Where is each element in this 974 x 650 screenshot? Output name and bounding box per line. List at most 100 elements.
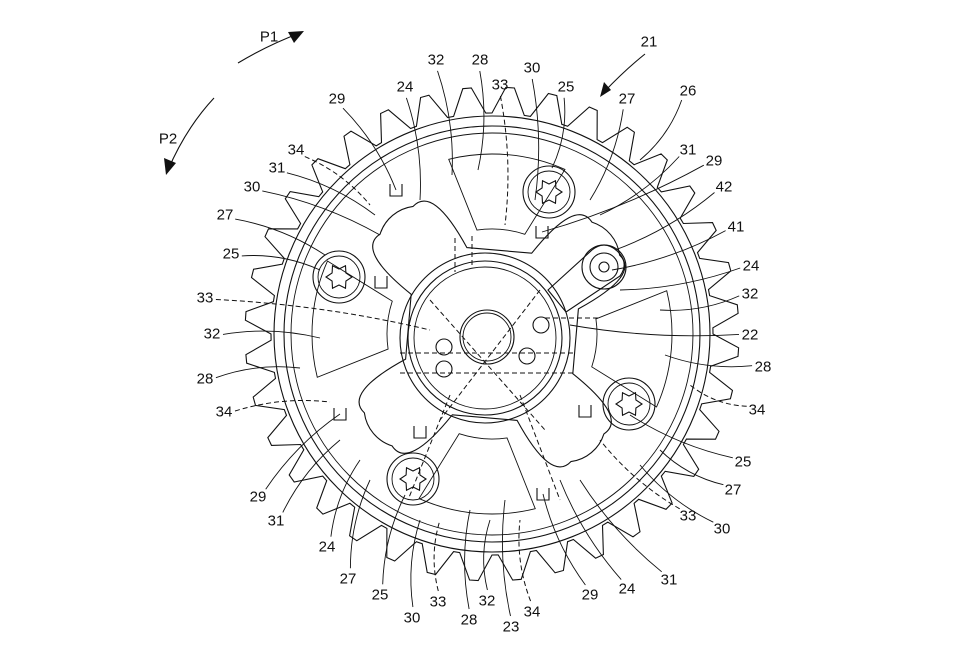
leader-line <box>629 414 733 459</box>
clip-tab <box>374 276 388 289</box>
plate-windows <box>311 153 673 515</box>
bolts <box>312 165 656 506</box>
bolt-ring <box>607 382 651 426</box>
leader-line <box>579 479 662 573</box>
label-42: 42 <box>716 179 733 196</box>
leader-line <box>551 97 566 169</box>
label-29-topleft: 29 <box>329 91 346 108</box>
label-30-top: 30 <box>524 60 541 77</box>
leader-line <box>286 172 376 216</box>
lever-assembly <box>547 244 627 313</box>
leader-line <box>235 218 326 256</box>
label-33-right: 33 <box>680 508 697 525</box>
hidden-line <box>407 394 451 501</box>
leader-line <box>614 192 715 251</box>
leader-line <box>410 519 421 608</box>
rotation-arrows: P1 P2 <box>159 29 304 175</box>
leader-line <box>222 330 321 339</box>
label-34-left: 34 <box>216 404 233 421</box>
leader-line <box>599 156 680 216</box>
label-29-botleft: 29 <box>250 489 267 506</box>
torx-bolt <box>312 250 366 304</box>
label-30-left: 30 <box>244 179 261 196</box>
clip-tabs <box>333 184 592 501</box>
leader-line <box>330 459 361 537</box>
label-33-top: 33 <box>492 77 509 94</box>
center-bore <box>459 309 515 365</box>
leader-line <box>265 413 341 490</box>
leader-line <box>382 494 406 585</box>
label-25-top: 25 <box>558 79 575 96</box>
label-30-bot: 30 <box>404 610 421 627</box>
bolt-ring <box>386 452 440 506</box>
label-34-right: 34 <box>749 402 766 419</box>
label-31-topright: 31 <box>680 142 697 159</box>
leader-line <box>639 464 714 523</box>
hub-pin-4 <box>532 316 550 334</box>
spoke-plate <box>358 200 626 468</box>
clip-tab <box>535 226 549 239</box>
label-29-topright: 29 <box>706 153 723 170</box>
label-27-top: 27 <box>619 91 636 108</box>
label-28-bot: 28 <box>461 612 478 629</box>
leader-line <box>518 519 532 602</box>
label-31-topleft: 31 <box>269 160 286 177</box>
ref-21-group: 21 <box>600 34 657 97</box>
leader-line <box>282 439 341 513</box>
leader-line <box>215 299 431 331</box>
label-30-right: 30 <box>714 521 731 538</box>
hub-pin-1 <box>435 338 453 356</box>
clip-tab <box>389 184 403 197</box>
lever-pin-outer <box>581 244 627 290</box>
leader-line <box>689 384 747 407</box>
leader-line <box>589 109 624 201</box>
leader-line <box>464 509 471 610</box>
inner-ring <box>283 125 701 543</box>
lever-pin-mid <box>589 252 619 282</box>
label-32-bot: 32 <box>479 593 496 610</box>
outer-ring <box>273 115 711 553</box>
arrow-p2-head <box>164 158 176 175</box>
label-p2: P2 <box>159 131 177 148</box>
torx-bolt <box>522 165 576 219</box>
label-32-left: 32 <box>204 326 221 343</box>
label-31-botleft: 31 <box>268 513 285 530</box>
leader-line <box>405 97 421 201</box>
label-32-top: 32 <box>428 52 445 69</box>
leader-line <box>559 479 622 580</box>
clip-tab <box>536 488 550 501</box>
label-32-right: 32 <box>742 286 759 303</box>
label-27-left: 27 <box>217 207 234 224</box>
bolt-ring <box>317 255 361 299</box>
ref-21-arrowhead <box>600 82 611 97</box>
arrow-p1-head <box>288 31 304 43</box>
plate-window <box>448 153 566 235</box>
torx-bolt <box>602 377 656 431</box>
label-31-right: 31 <box>661 572 678 589</box>
label-27-bot: 27 <box>340 571 357 588</box>
leader-line <box>619 267 741 291</box>
hub-ring-mid <box>407 260 563 416</box>
leader-line <box>483 519 491 591</box>
torx-star <box>614 391 644 417</box>
sprocket-rings <box>273 115 711 553</box>
label-34-bot: 34 <box>524 604 541 621</box>
label-34-topleft: 34 <box>288 142 305 159</box>
hub-ring-inner <box>413 266 557 410</box>
bolt-ring <box>527 170 571 214</box>
clip-tab <box>578 405 592 418</box>
bolt-ring <box>391 457 435 501</box>
leader-line <box>541 164 705 233</box>
leader-line <box>531 78 540 201</box>
hub-pin-2 <box>435 360 453 378</box>
label-22: 22 <box>742 327 759 344</box>
plate-ring <box>290 132 694 536</box>
leader-line <box>433 519 441 592</box>
label-24-top: 24 <box>397 79 414 96</box>
hub-ring-outer <box>399 252 571 424</box>
label-26: 26 <box>680 83 697 100</box>
leader-line <box>349 479 371 569</box>
label-28-right: 28 <box>755 359 772 376</box>
